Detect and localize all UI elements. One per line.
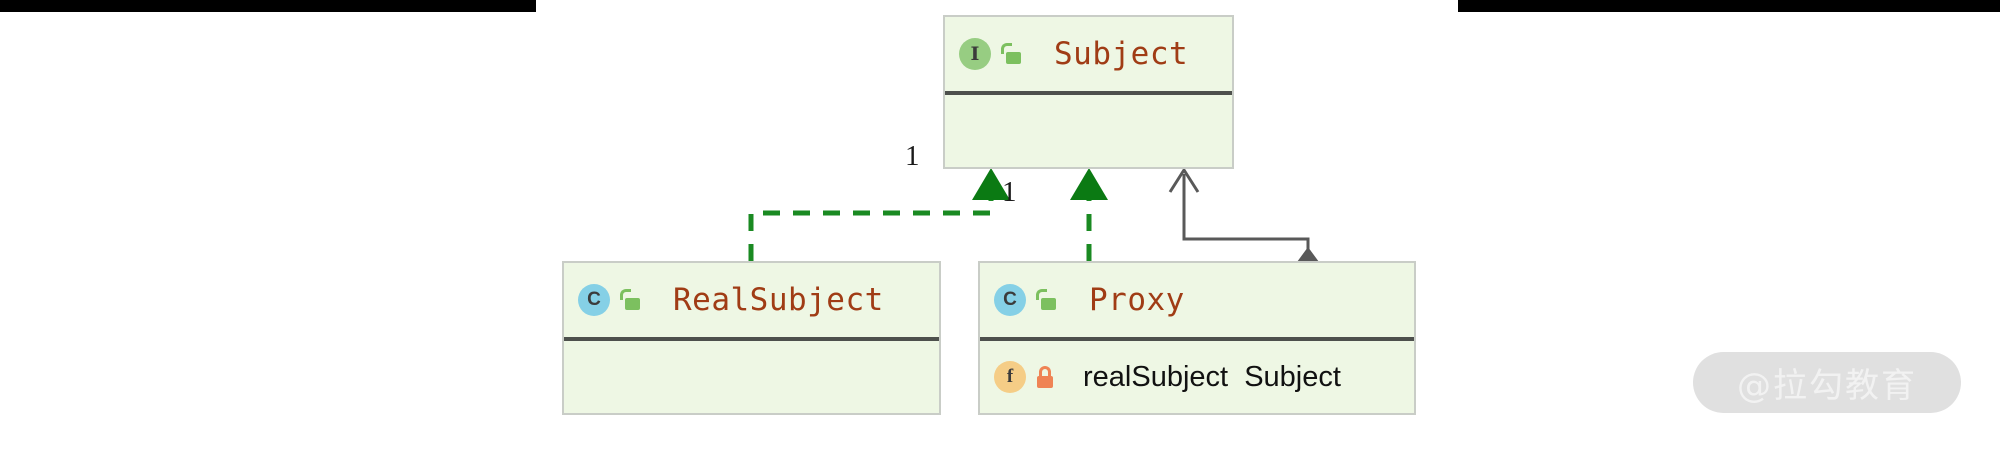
locked-padlock-icon [1035, 365, 1057, 389]
unlocked-padlock-icon [619, 288, 641, 312]
class-header-subject: I Subject [945, 17, 1232, 91]
watermark-text: @拉勾教育 [1737, 366, 1917, 406]
class-divider-realsubject [564, 337, 939, 341]
class-box-proxy[interactable]: C Proxy f realSubject Subject [978, 261, 1416, 415]
class-members-proxy: f realSubject Subject [980, 341, 1414, 413]
class-badge-icon: C [994, 284, 1026, 316]
field-row-realsubject: realSubject Subject [1083, 360, 1341, 393]
watermark-badge: @拉勾教育 [1693, 352, 1961, 413]
class-members-realsubject [564, 341, 939, 413]
class-divider-proxy [980, 337, 1414, 341]
unlocked-padlock-icon [1000, 42, 1022, 66]
class-box-subject[interactable]: I Subject [943, 15, 1234, 169]
class-members-subject [945, 95, 1232, 167]
aggregation-open-arrowhead [1168, 167, 1200, 193]
class-name-realsubject: RealSubject [673, 282, 884, 318]
realization-proxy-to-subject [1070, 168, 1108, 261]
unlocked-padlock-icon [1035, 288, 1057, 312]
multiplicity-label-source: 1 [1002, 176, 1017, 208]
class-name-proxy: Proxy [1089, 282, 1185, 318]
realization-realsubject-to-subject [748, 168, 1010, 261]
class-header-proxy: C Proxy [980, 263, 1414, 337]
interface-badge-icon: I [959, 38, 991, 70]
class-divider-subject [945, 91, 1232, 95]
letterbox-bar-right [1458, 0, 2000, 12]
letterbox-bar-left [0, 0, 536, 12]
class-box-realsubject[interactable]: C RealSubject [562, 261, 941, 415]
class-badge-icon: C [578, 284, 610, 316]
class-name-subject: Subject [1054, 36, 1189, 72]
field-badge-icon: f [994, 361, 1026, 393]
multiplicity-label-target: 1 [905, 140, 920, 172]
class-header-realsubject: C RealSubject [564, 263, 939, 337]
realization-arrowhead-right [1070, 168, 1108, 200]
